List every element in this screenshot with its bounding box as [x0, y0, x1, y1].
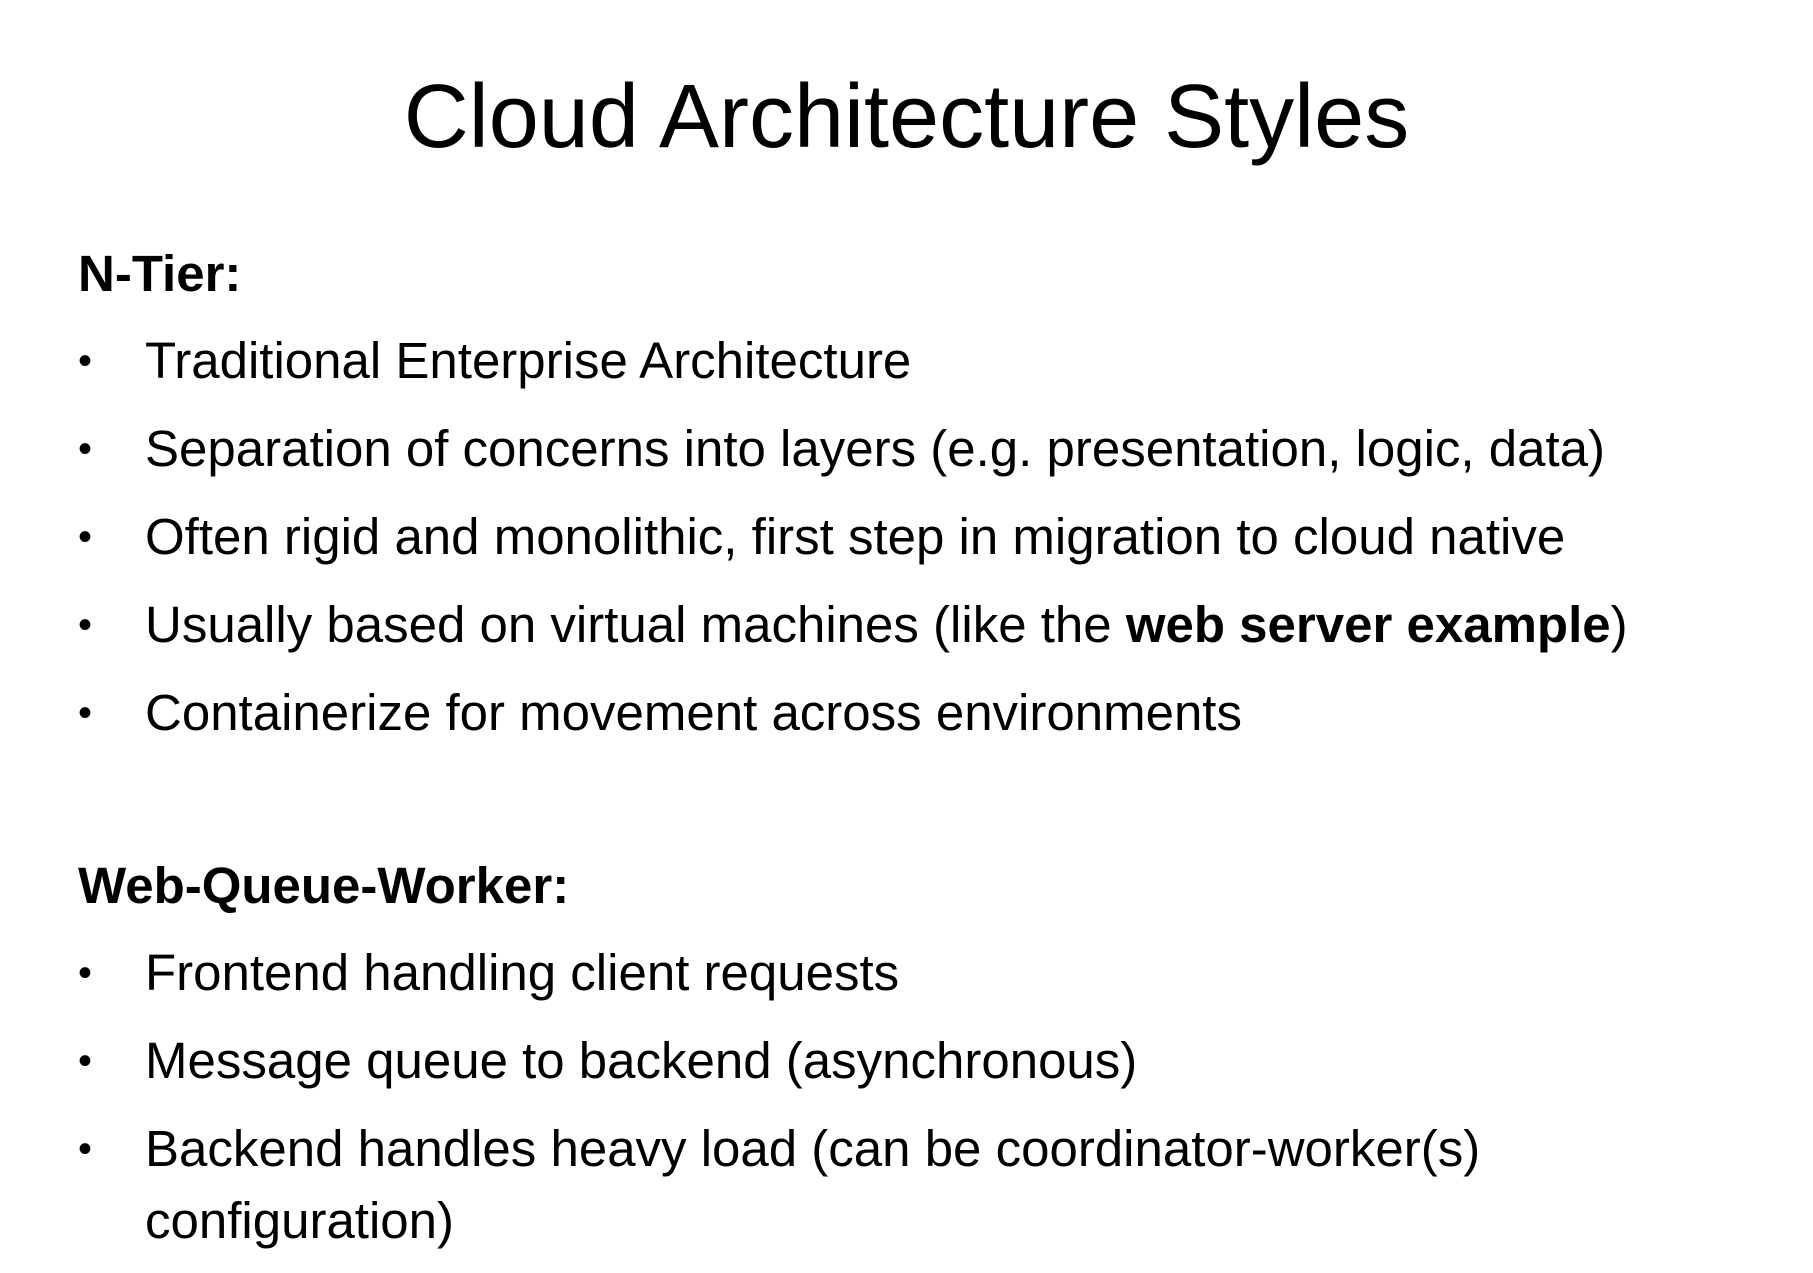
bullet-text: Message queue to backend (asynchronous)	[145, 1032, 1138, 1089]
bullet-text: Backend handles heavy load (can be coord…	[145, 1120, 1481, 1249]
bullet-item: • Message queue to backend (asynchronous…	[78, 1025, 1778, 1097]
bullet-text: Often rigid and monolithic, first step i…	[145, 508, 1566, 565]
bullet-text: Separation of concerns into layers (e.g.…	[145, 420, 1605, 477]
bullet-text-post: )	[1610, 596, 1628, 653]
bullet-item: • Often rigid and monolithic, first step…	[78, 501, 1778, 573]
bullet-text: Traditional Enterprise Architecture	[145, 332, 912, 389]
section-heading: Web-Queue-Worker:	[78, 857, 570, 914]
bullet-item: • Usually based on virtual machines (lik…	[78, 589, 1778, 661]
section-n-tier: N-Tier: • Traditional Enterprise Archite…	[78, 248, 1778, 765]
bullet-icon: •	[78, 603, 93, 647]
bullet-item: • Backend handles heavy load (can be coo…	[78, 1113, 1665, 1257]
bullet-icon: •	[78, 427, 93, 471]
section-heading: N-Tier:	[78, 245, 242, 302]
bullet-item: • Containerize for movement across envir…	[78, 677, 1778, 749]
bullet-icon: •	[78, 1127, 93, 1171]
bullet-list: • Frontend handling client requests • Me…	[78, 937, 1778, 1257]
bullet-icon: •	[78, 691, 93, 735]
bullet-text-pre: Usually based on virtual machines (like …	[145, 596, 1126, 653]
bullet-item: • Separation of concerns into layers (e.…	[78, 413, 1778, 485]
bullet-list: • Traditional Enterprise Architecture • …	[78, 325, 1778, 749]
bullet-icon: •	[78, 339, 93, 383]
slide-title: Cloud Architecture Styles	[403, 67, 1410, 167]
bullet-text-bold: web server example	[1125, 596, 1611, 653]
bullet-icon: •	[78, 951, 93, 995]
bullet-text: Frontend handling client requests	[145, 944, 900, 1001]
bullet-icon: •	[78, 515, 93, 559]
bullet-item: • Traditional Enterprise Architecture	[78, 325, 1778, 397]
bullet-text: Containerize for movement across environ…	[145, 684, 1242, 741]
bullet-item: • Frontend handling client requests	[78, 937, 1778, 1009]
section-web-queue-worker: Web-Queue-Worker: • Frontend handling cl…	[78, 860, 1778, 1273]
bullet-icon: •	[78, 1039, 93, 1083]
